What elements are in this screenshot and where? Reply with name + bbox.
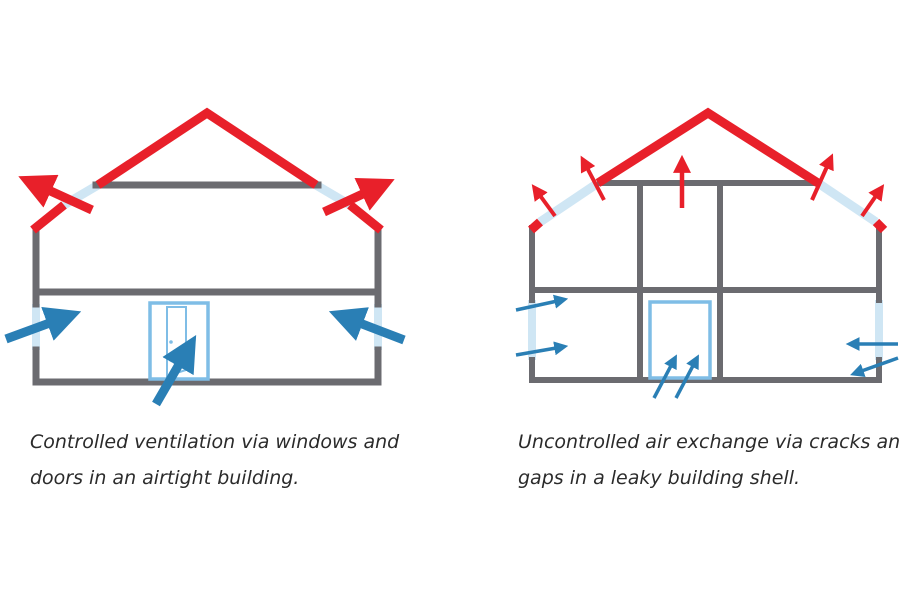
- inflow-arrow: [328, 307, 406, 345]
- caption-airtight: Controlled ventilation via windows and d…: [30, 424, 430, 496]
- house-walls: [529, 180, 882, 383]
- inflow-arrow: [652, 354, 677, 399]
- caption-line: gaps in a leaky building shell.: [518, 467, 801, 489]
- outflow-arrow: [531, 184, 557, 218]
- leaky-house: [515, 107, 899, 399]
- inflow-arrow: [515, 341, 569, 357]
- inflow-arrow: [674, 354, 699, 399]
- inflow-arrow: [515, 294, 569, 312]
- roof: [528, 107, 888, 234]
- house-walls: [32, 181, 382, 386]
- outflow-arrow: [860, 184, 885, 218]
- caption-line: Controlled ventilation via windows and: [30, 431, 400, 453]
- door: [648, 300, 712, 380]
- outflow-arrow: [810, 153, 834, 201]
- right-roof-gap: [815, 179, 879, 226]
- caption-line: doors in an airtight building.: [30, 467, 300, 489]
- outflow-arrow: [580, 155, 606, 201]
- inflow-arrow: [850, 356, 899, 378]
- outflow-arrow: [322, 178, 395, 217]
- airtight-house: [4, 107, 406, 407]
- inflow-arrow: [152, 334, 197, 407]
- caption-leaky: Uncontrolled air exchange via cracks and…: [518, 424, 900, 496]
- inflow-arrow: [4, 306, 82, 344]
- outflow-arrow: [18, 174, 94, 215]
- left-roof-gap: [537, 179, 601, 226]
- caption-line: Uncontrolled air exchange via cracks and: [518, 431, 900, 453]
